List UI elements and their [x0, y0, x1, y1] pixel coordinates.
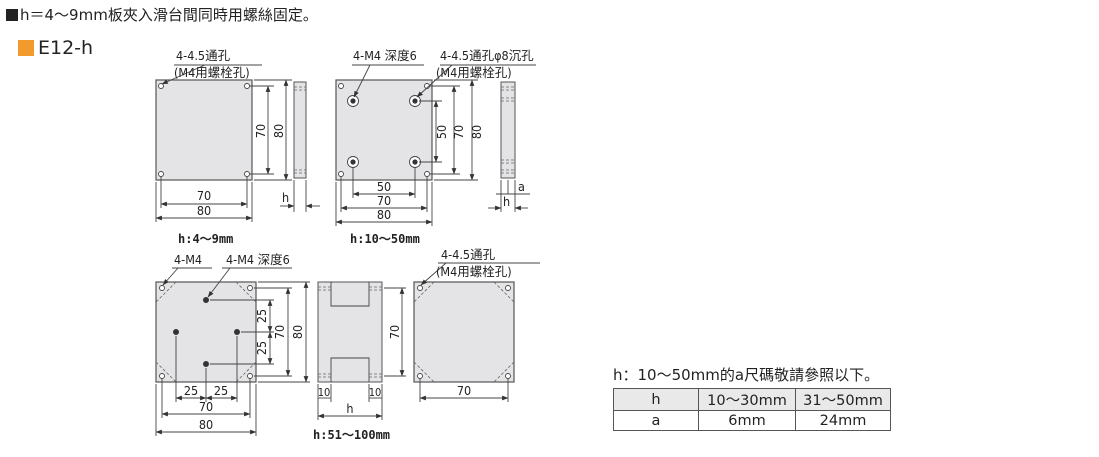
table-cell-24mm: 24mm	[795, 410, 891, 431]
table-cell-a: a	[613, 410, 699, 431]
v3-dim-25-h1: 25	[184, 383, 198, 398]
v2-dim-80-v: 80	[469, 125, 484, 139]
v1-hole-note-2: (M4用螺栓孔)	[174, 65, 250, 80]
v1-label: h:4～9mm	[178, 232, 233, 246]
view-h10-50: 4-M4 深度6 4-4.5通孔φ8沉孔 (M4用螺栓孔) 50 70 80 5…	[335, 48, 536, 246]
v3-label: h:51～100mm	[313, 428, 390, 442]
v3-hole-note-2: (M4用螺栓孔)	[436, 264, 512, 279]
table-header-10-30: 10～30mm	[698, 388, 796, 411]
v2-dim-70-h: 70	[377, 193, 391, 208]
v1-dim-80-v: 80	[271, 124, 286, 138]
side-view-3	[317, 281, 383, 383]
v2-tap-note: 4-M4 深度6	[353, 48, 417, 63]
v3-dim-25-v2: 25	[254, 341, 269, 355]
v3-dim-70-h: 70	[199, 399, 213, 414]
tap-holes-3	[159, 285, 253, 379]
table-header-31-50: 31～50mm	[795, 388, 891, 411]
v3-dim-70-bottom: 70	[457, 383, 471, 398]
v1-dim-80-h: 80	[197, 203, 211, 218]
v3-dim-80-v: 80	[290, 325, 305, 339]
v2-dim-a: a	[518, 179, 525, 194]
v3-dim-80-h: 80	[199, 417, 213, 432]
v2-label: h:10～50mm	[350, 232, 420, 246]
plate-front-1	[155, 79, 253, 181]
orange-square-icon	[18, 40, 34, 56]
v1-dim-70-v: 70	[253, 124, 268, 138]
bullet-square-icon	[6, 9, 18, 21]
v3-dim-70-v: 70	[272, 325, 287, 339]
v3-tap-note-2: 4-M4 深度6	[226, 252, 290, 267]
model-name: E12-h	[38, 37, 94, 59]
v1-dim-h: h	[282, 190, 289, 205]
side-view-1	[293, 81, 307, 179]
table-caption: h：10～50mm的a尺碼敬請參照以下。	[613, 366, 880, 384]
v3-side-10-l: 10	[318, 386, 331, 399]
v2-dim-70-v: 70	[451, 125, 466, 139]
v2-hole-note-1: 4-4.5通孔φ8沉孔	[440, 48, 534, 63]
table-header-h: h	[613, 388, 699, 411]
v3-hole-note-1: 4-4.5通孔	[441, 247, 496, 262]
dimension-a-table: h 10～30mm 31～50mm a 6mm 24mm	[613, 388, 891, 431]
through-holes-top-3	[417, 285, 511, 379]
view-h51-100: 4-M4 4-M4 深度6 25 25 70 80 25 25 70 80	[155, 247, 540, 442]
table-cell-6mm: 6mm	[698, 410, 796, 431]
through-holes-1	[158, 83, 250, 177]
v3-dim-h: h	[346, 401, 353, 416]
table-row: a 6mm 24mm	[613, 410, 891, 431]
v2-hole-note-2: (M4用螺栓孔)	[436, 65, 512, 80]
v3-side-10-r: 10	[369, 386, 382, 399]
view-h4-9: 4-4.5通孔 (M4用螺栓孔) 70 80 70 80 h h:4～9mm	[155, 48, 320, 246]
table-header-row: h 10～30mm 31～50mm	[613, 388, 891, 411]
side-view-2	[500, 81, 516, 179]
model-title: E12-h	[18, 37, 93, 59]
v3-side-70: 70	[387, 325, 402, 339]
v3-dim-25-h2: 25	[214, 383, 228, 398]
v2-dim-50-v: 50	[434, 125, 449, 139]
counterbore-holes-2	[347, 95, 421, 168]
v3-tap-note-1: 4-M4	[174, 252, 202, 267]
v2-dim-50-h: 50	[377, 179, 391, 194]
v2-dim-h: h	[503, 194, 510, 209]
plate-top-3	[413, 281, 515, 383]
v2-dim-80-h: 80	[377, 207, 391, 222]
v3-dim-25-v1: 25	[254, 309, 269, 323]
header-note: h＝4～9mm板夾入滑台間同時用螺絲固定。	[6, 4, 318, 25]
v1-hole-note-1: 4-4.5通孔	[176, 48, 231, 63]
v1-dim-70-h: 70	[197, 188, 211, 203]
header-note-text: h＝4～9mm板夾入滑台間同時用螺絲固定。	[20, 6, 318, 24]
